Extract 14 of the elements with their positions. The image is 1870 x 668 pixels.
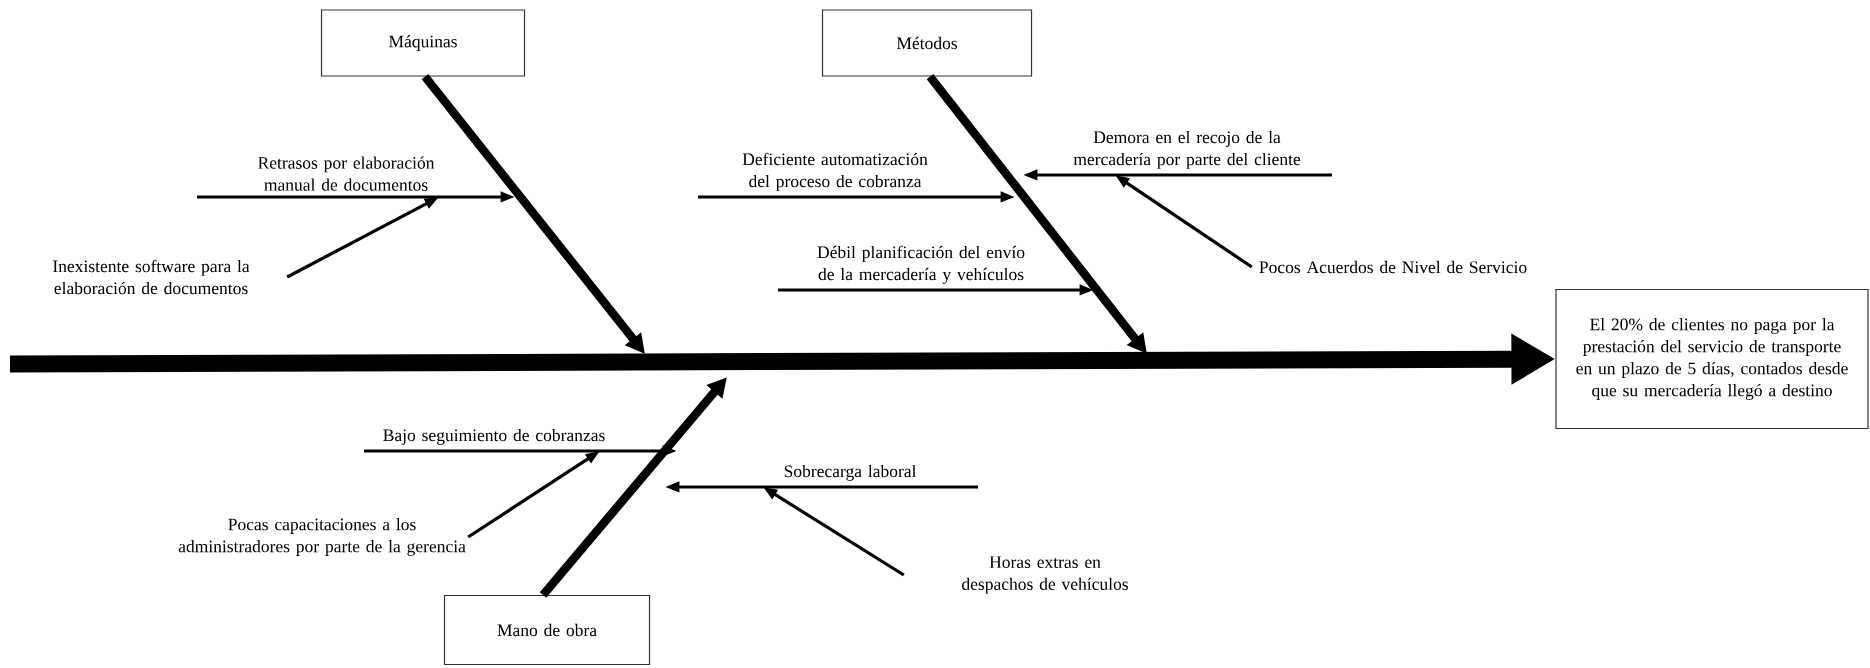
cause-text: Retrasos por elaboración manual de documentos [258,156,435,191]
category-box: Mano de obra [443,594,651,666]
cause-text: Pocos Acuerdos de Nivel de Servicio [1259,260,1527,274]
category-box: Métodos [821,9,1033,77]
cause-text: Pocas capacitaciones a los administradores por parte de la gerencia [178,518,466,556]
cause-text: Bajo seguimiento de cobranzas [383,428,605,445]
cause-text: Horas extras en despachos de vehículos [962,556,1128,594]
category-box: Máquinas [320,9,526,77]
category-box: El 20% de clientes no paga por la prestación del servicio de transporte en un plazo de 5 días, contados desde que su mercadería llegó a destino [1555,288,1869,430]
cause-text: Inexistente software para la elaboración de documentos [53,259,250,295]
cause-text: Deficiente automatización del proceso de cobranza [742,152,928,191]
cause-text: Sobrecarga laboral [784,464,917,481]
cause-text: Débil planificación del envío de la mercadería y vehículos [817,245,1025,284]
cause-text: Demora en el recojo de la mercadería por parte del cliente [1073,130,1301,169]
